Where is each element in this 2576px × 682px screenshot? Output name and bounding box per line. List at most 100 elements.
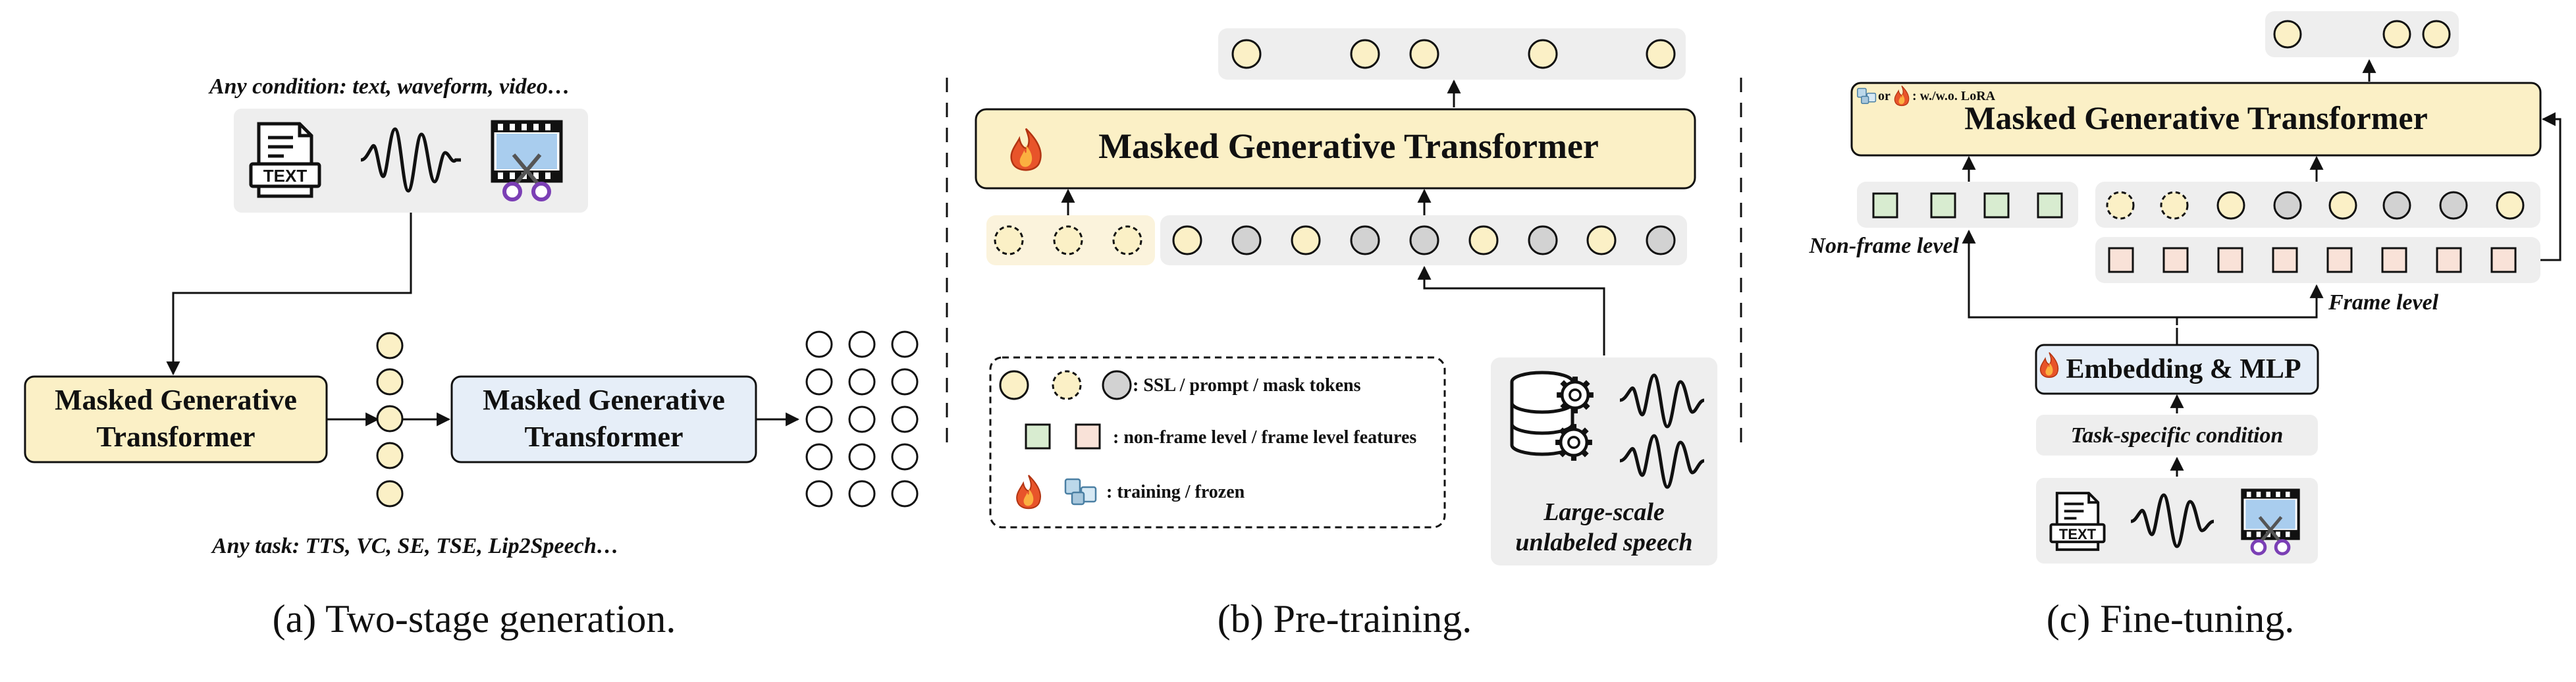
output-token [848, 443, 876, 471]
mgt-block [1850, 82, 2542, 157]
waveform-icon [360, 127, 461, 193]
token [376, 368, 404, 396]
token-column [376, 332, 404, 508]
input-token [1468, 225, 1499, 255]
output-token [848, 368, 876, 396]
output-token [1231, 39, 1262, 69]
input-token [2216, 191, 2245, 220]
waveform-icon [1619, 434, 1705, 489]
legend-prompt-token [1052, 370, 1082, 400]
panel-b: Masked Generative Transformer : SSL / pr… [975, 28, 1717, 641]
waveform-icon [1619, 373, 1705, 429]
legend-training-text: : training / frozen [1106, 482, 1245, 502]
output-token [1646, 39, 1676, 69]
text-icon-label: TEXT [2059, 526, 2097, 542]
token [376, 480, 404, 508]
output-token [1350, 39, 1380, 69]
non-frame-feature [1983, 192, 2010, 219]
task-condition-label: Task-specific condition [2071, 423, 2284, 448]
input-token [2328, 191, 2357, 220]
mask-token [2273, 191, 2302, 220]
output-token [848, 480, 876, 508]
output-token [805, 330, 833, 358]
embed-to-frame-arrow [2177, 284, 2324, 319]
mgt-label: Masked Generative Transformer [1964, 99, 2428, 136]
mask-token [1350, 225, 1380, 255]
panel-c: or : w./w.o. LoRA Masked Generative Tran… [1808, 11, 2562, 641]
mgt-label: Masked Generative Transformer [1098, 126, 1599, 166]
token [376, 442, 404, 469]
lora-or-text: or [1878, 89, 1891, 103]
caption-a: (a) Two-stage generation. [273, 597, 676, 641]
output-token [1409, 39, 1439, 69]
frame-feature [2436, 247, 2462, 273]
task-label: Any task: TTS, VC, SE, TSE, Lip2Speech… [211, 534, 619, 558]
output-token-row [2265, 11, 2459, 57]
output-token [1528, 39, 1558, 69]
condition-label: Any condition: text, waveform, video… [208, 74, 570, 99]
frame-label: Frame level [2328, 290, 2439, 315]
output-token-grid [805, 330, 919, 508]
output-token [891, 368, 919, 396]
output-token [891, 480, 919, 508]
token [376, 332, 404, 359]
speech-label-line2: unlabeled speech [1515, 529, 1692, 556]
output-token [891, 443, 919, 471]
output-token [2273, 20, 2302, 49]
lora-text: : w./w.o. LoRA [1912, 89, 1996, 103]
mask-token [1409, 225, 1439, 255]
input-token [1172, 225, 1202, 255]
prompt-token [1053, 225, 1083, 255]
gear-icon [1557, 377, 1594, 413]
legend-tokens-text: : SSL / prompt / mask tokens [1133, 375, 1361, 396]
non-frame-feature [2037, 192, 2063, 219]
speech-label-line1: Large-scale [1543, 498, 1665, 526]
frame-feature [2272, 247, 2298, 273]
legend-features-text: : non-frame level / frame level features [1113, 427, 1416, 448]
mask-token [2439, 191, 2468, 220]
gear-icon [1555, 424, 1592, 461]
caption-c: (c) Fine-tuning. [2047, 597, 2295, 641]
mgt-stage-one-line2: Transformer [96, 421, 255, 453]
frame-feature [2326, 247, 2353, 273]
output-token [891, 406, 919, 433]
input-token [2496, 191, 2525, 220]
frame-feature [2217, 247, 2243, 273]
panel-a: Any condition: text, waveform, video… TE… [24, 74, 919, 641]
output-token [891, 330, 919, 358]
frame-feature-row [2095, 237, 2540, 283]
mgt-stage-two-line1: Masked Generative [483, 384, 725, 416]
frame-feature [2162, 247, 2189, 273]
speech-arrow [1417, 265, 1605, 355]
mask-token [1528, 225, 1558, 255]
frame-feature [2490, 247, 2517, 273]
output-token-row [1218, 28, 1686, 80]
mgt-block [975, 108, 1696, 190]
prompt-token [1112, 225, 1142, 255]
prompt-token [2160, 191, 2189, 220]
task-condition-box [2036, 415, 2318, 456]
embed-to-nonframe-arrow [1962, 229, 2178, 325]
non-frame-label: Non-frame level [1808, 234, 1959, 258]
non-frame-feature-row [1857, 182, 2078, 228]
mask-token [1231, 225, 1262, 255]
token [376, 405, 404, 433]
frame-feature [2381, 247, 2407, 273]
mask-token [1646, 225, 1676, 255]
output-token [2382, 20, 2411, 49]
output-token [848, 406, 876, 433]
waveform-icon [2130, 493, 2214, 548]
output-token [805, 406, 833, 433]
prompt-token [994, 225, 1024, 255]
prompt-token [2106, 191, 2135, 220]
non-frame-feature [1872, 192, 1898, 219]
legend-ssl-token [999, 370, 1029, 400]
mask-token [2382, 191, 2411, 220]
legend-mask-token [1102, 370, 1132, 400]
frame-feedback-arrow [2540, 112, 2562, 261]
mgt-stage-one-line1: Masked Generative [55, 384, 297, 416]
legend-box [989, 356, 1446, 529]
output-token [2422, 20, 2451, 49]
legend-frame-feature [1075, 423, 1101, 450]
output-token [848, 330, 876, 358]
